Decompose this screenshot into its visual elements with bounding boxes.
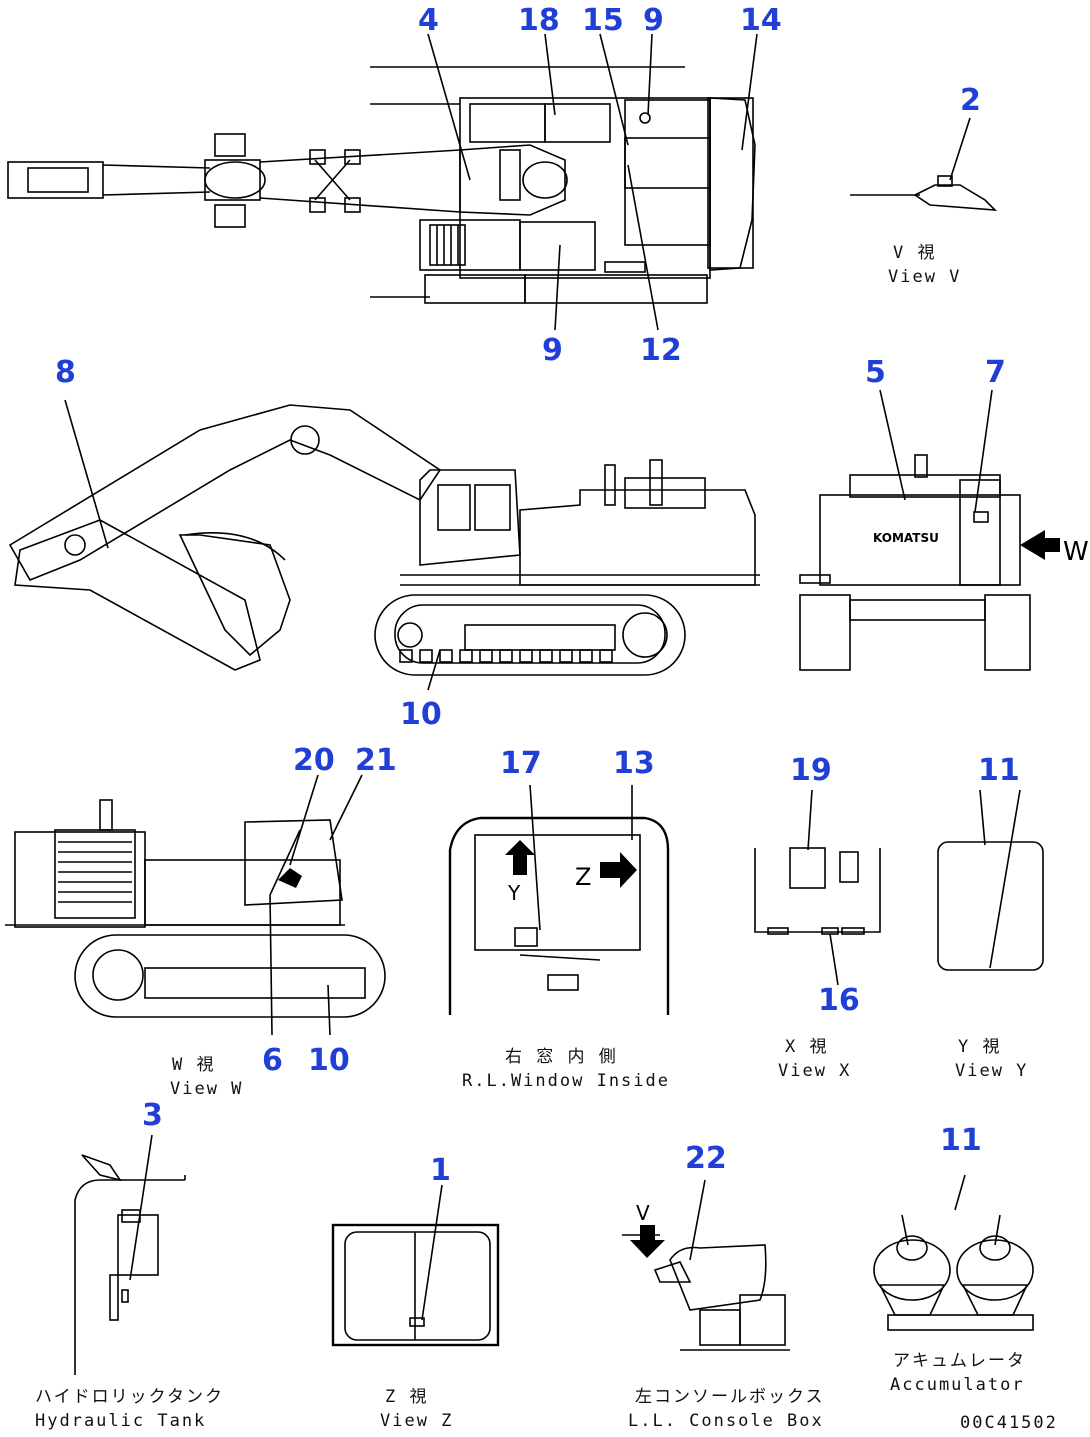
callout-14: 14 <box>740 3 782 38</box>
console-box-drawing: V <box>622 1179 790 1351</box>
callout-2: 2 <box>960 83 981 118</box>
caption-view-v-en: View V <box>888 267 961 287</box>
caption-console-en: L.L. Console Box <box>628 1411 824 1431</box>
caption-window-jp: 右 窓 内 側 <box>505 1047 618 1067</box>
callout-4: 4 <box>418 3 439 38</box>
caption-console-jp: 左コンソールボックス <box>635 1387 825 1407</box>
callout-3: 3 <box>142 1098 163 1133</box>
callout-20: 20 <box>293 743 335 778</box>
caption-hyd-tank-jp: ハイドロリックタンク <box>35 1387 224 1407</box>
caption-view-z-en: View Z <box>380 1411 453 1431</box>
drawing-code: 00C41502 <box>960 1413 1058 1433</box>
callout-17: 17 <box>500 746 542 781</box>
view-y-arrow-label: Y <box>507 881 521 905</box>
view-v-drawing <box>850 117 998 211</box>
top-view-drawing <box>7 33 758 331</box>
caption-view-z-jp: Z 視 <box>385 1387 428 1407</box>
callout-6: 6 <box>262 1043 283 1078</box>
view-w-arrow-label: W <box>1063 537 1089 567</box>
caption-view-y-en: View Y <box>955 1061 1028 1081</box>
callout-19: 19 <box>790 753 832 788</box>
caption-view-w-en: View W <box>170 1079 243 1099</box>
view-v-arrow-label: V <box>636 1201 650 1225</box>
caption-view-y-jp: Y 視 <box>958 1037 1001 1057</box>
caption-window-en: R.L.Window Inside <box>462 1071 670 1091</box>
callout-1: 1 <box>430 1153 451 1188</box>
radiator-fins <box>58 841 132 903</box>
view-z-drawing <box>331 1184 500 1347</box>
callout-10-view-w: 10 <box>308 1043 350 1078</box>
caption-view-x-en: View X <box>778 1061 851 1081</box>
hydraulic-tank-drawing <box>74 1134 186 1375</box>
callout-12: 12 <box>640 333 682 368</box>
window-inside-drawing: Y Z <box>448 784 670 1015</box>
callout-5: 5 <box>865 355 886 390</box>
callout-15: 15 <box>582 3 624 38</box>
callout-16: 16 <box>818 983 860 1018</box>
callout-9-top: 9 <box>643 3 664 38</box>
caption-hyd-tank-en: Hydraulic Tank <box>35 1411 206 1431</box>
callout-7: 7 <box>985 355 1006 390</box>
callout-18: 18 <box>518 3 560 38</box>
caption-view-w-jp: W 視 <box>172 1055 215 1075</box>
callout-22: 22 <box>685 1141 727 1176</box>
caption-accum-jp: アキュムレータ <box>893 1351 1026 1371</box>
callout-13: 13 <box>613 746 655 781</box>
accumulator-drawing <box>873 1174 1034 1331</box>
rear-view-drawing: KOMATSU W <box>799 389 1089 671</box>
view-w-drawing <box>5 774 386 1036</box>
komatsu-logo: KOMATSU <box>873 531 939 545</box>
caption-view-x-jp: X 視 <box>785 1037 828 1057</box>
view-x-drawing <box>754 789 881 986</box>
callout-11-accumulator: 11 <box>940 1123 982 1158</box>
callout-8: 8 <box>55 355 76 390</box>
callout-10-side: 10 <box>400 697 442 732</box>
view-y-drawing <box>937 789 1044 971</box>
caption-view-v-jp: V 視 <box>893 243 936 263</box>
caption-accum-en: Accumulator <box>890 1375 1025 1395</box>
track-shoe-row <box>399 649 613 663</box>
side-view-drawing <box>8 399 760 691</box>
callout-9-bottom: 9 <box>542 333 563 368</box>
view-z-arrow-label: Z <box>575 863 591 891</box>
callout-21: 21 <box>355 743 397 778</box>
callout-11-view-y: 11 <box>978 753 1020 788</box>
